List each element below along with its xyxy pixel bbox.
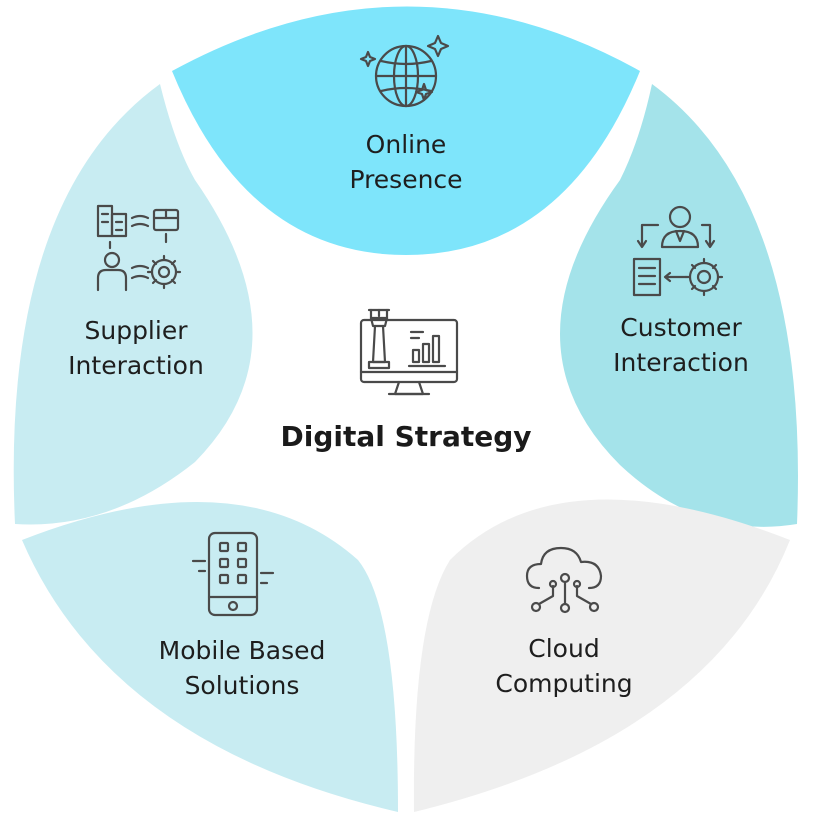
segment-cloud-computing-shape (413, 499, 790, 812)
cloud-network-icon (525, 546, 603, 614)
segment-online-presence: Online Presence (172, 6, 640, 255)
mobile-apps-icon (191, 531, 275, 617)
segment-cloud-computing-label-line2: Computing (495, 669, 632, 698)
segment-cloud-computing: Cloud Computing (413, 499, 790, 812)
center-hub: Digital Strategy (280, 308, 532, 453)
segment-mobile-based-solutions: Mobile Based Solutions (22, 501, 398, 812)
segment-supplier-interaction: Supplier Interaction (13, 84, 253, 525)
segment-online-presence-label-line2: Presence (349, 165, 462, 194)
segment-online-presence-shape (172, 6, 640, 255)
supplier-logistics-icon (96, 204, 182, 292)
segment-customer-interaction-label-line1: Customer (620, 313, 742, 342)
center-title: Digital Strategy (280, 420, 531, 453)
segment-cloud-computing-label-line1: Cloud (528, 634, 599, 663)
segment-online-presence-label-line1: Online (366, 130, 447, 159)
segment-supplier-interaction-label-line1: Supplier (84, 316, 188, 345)
chess-rook-monitor-icon (359, 308, 459, 396)
segment-customer-interaction-label-line2: Interaction (613, 348, 749, 377)
segment-mobile-based-solutions-label-line1: Mobile Based (159, 636, 326, 665)
segment-mobile-based-solutions-label-line2: Solutions (185, 671, 300, 700)
segment-mobile-based-solutions-shape (22, 501, 398, 812)
segment-customer-interaction: Customer Interaction (560, 84, 798, 527)
segment-customer-interaction-shape (560, 84, 798, 527)
segment-supplier-interaction-label-line2: Interaction (68, 351, 204, 380)
globe-sparkles-icon (359, 34, 450, 108)
customer-service-cycle-icon (632, 205, 724, 297)
segment-supplier-interaction-shape (13, 84, 253, 525)
